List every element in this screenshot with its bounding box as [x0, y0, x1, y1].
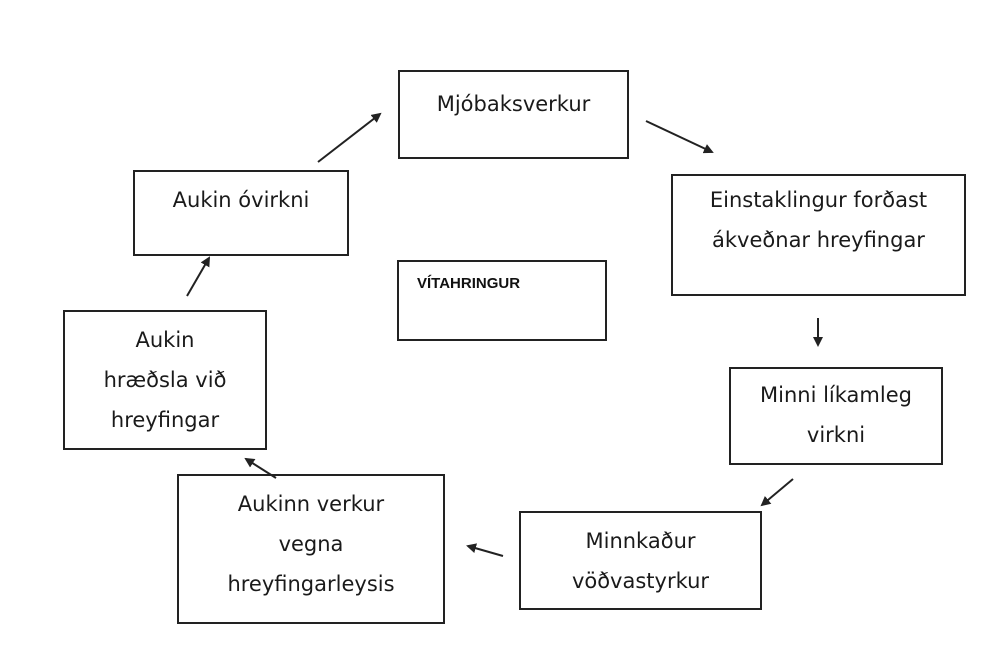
arrow-aukinn-verkur-to-hraedsla	[244, 457, 277, 479]
node-label: Aukin óvirkni	[172, 188, 310, 212]
node-aukin-hraedsla: Aukin hræðsla við hreyfingar	[63, 310, 267, 450]
node-aukinn-verkur: Aukinn verkur vegna hreyfingarleysis	[177, 474, 445, 624]
node-minnkadur-vodvastyrkur: Minnkaður vöðvastyrkur	[519, 511, 762, 610]
arrow-ovirkni-to-mjobaksverkur	[317, 112, 382, 163]
node-label: Minni líkamleg virkni	[760, 383, 912, 447]
arrow-hraedsla-to-ovirkni	[186, 256, 211, 297]
arrow-mjobaksverkur-to-fordast	[645, 120, 714, 154]
node-label: Aukinn verkur vegna hreyfingarleysis	[227, 492, 395, 596]
node-label: Minnkaður vöðvastyrkur	[571, 529, 710, 593]
node-label: Aukin hræðsla við hreyfingar	[103, 328, 227, 432]
node-label: Mjóbaksverkur	[436, 92, 591, 116]
node-label: Einstaklingur forðast ákveðnar hreyfinga…	[709, 188, 928, 252]
center-label-box: VÍTAHRINGUR	[397, 260, 607, 341]
arrow-vodvastyrkur-to-aukinn-verkur	[466, 543, 504, 557]
node-aukin-ovirkni: Aukin óvirkni	[133, 170, 349, 256]
node-minni-likamleg-virkni: Minni líkamleg virkni	[729, 367, 943, 465]
arrow-minni-virkni-to-vodvastyrkur	[760, 478, 794, 507]
node-einstaklingur-fordast: Einstaklingur forðast ákveðnar hreyfinga…	[671, 174, 966, 296]
center-label: VÍTAHRINGUR	[417, 275, 521, 292]
node-mjobaksverkur: Mjóbaksverkur	[398, 70, 629, 159]
